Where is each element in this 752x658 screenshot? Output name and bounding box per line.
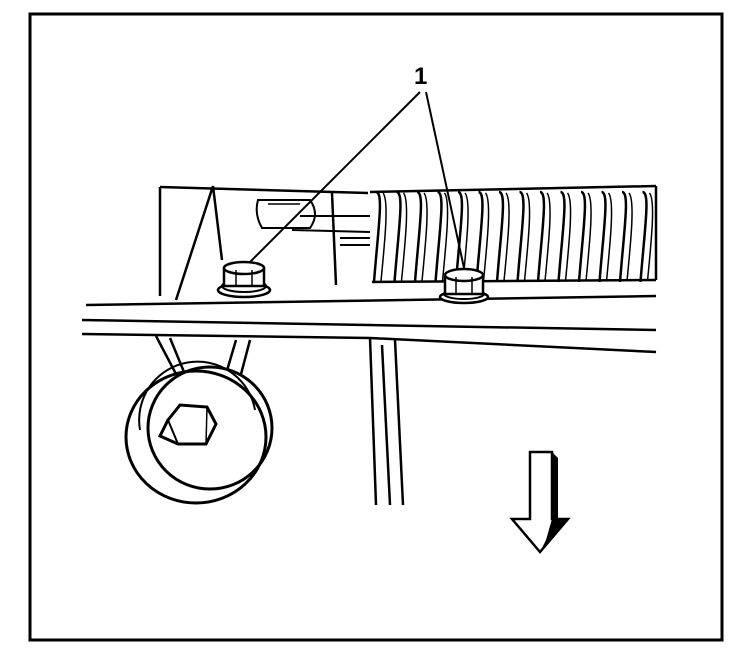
hose-coil-winding — [400, 192, 408, 282]
callout-label-bolts: 1 — [414, 63, 427, 90]
hose-coil-winding — [639, 190, 648, 283]
hose-coil-winding — [557, 190, 566, 283]
mounting-bracket — [158, 185, 371, 301]
callout-leaders — [249, 91, 465, 269]
hose-coil-winding — [626, 192, 633, 282]
hose-coil-winding — [598, 190, 607, 283]
hose-coil-winding — [618, 190, 628, 283]
hose-coil-winding — [413, 190, 423, 283]
hose-coil-winding — [523, 192, 531, 282]
hose-coil-winding — [646, 192, 654, 282]
hose-coil-winding — [380, 192, 387, 282]
hose-coil-winding — [441, 192, 449, 282]
hose-coil-winding — [605, 192, 613, 282]
hose-coil-winding — [585, 192, 592, 282]
figure-frame — [28, 12, 724, 642]
coil-hose — [369, 184, 658, 284]
pulley-wheel — [124, 360, 274, 505]
hose-coil-winding — [495, 190, 505, 283]
hose-coil-winding — [475, 190, 484, 283]
hose-coil-winding — [503, 192, 510, 282]
hose-coil-winding — [544, 192, 551, 282]
down-arrow-icon — [509, 450, 571, 554]
bolt-right — [438, 267, 490, 305]
hose-coil-winding — [577, 190, 587, 283]
bolt-left — [216, 260, 272, 299]
hose-coil-winding — [454, 190, 464, 283]
hose-coil-winding — [393, 190, 402, 283]
hose-coil-winding — [564, 192, 572, 282]
hose-coil-winding — [421, 192, 428, 282]
hose-coil-winding — [372, 190, 382, 283]
hose-coil-winding — [434, 190, 443, 283]
hose-coil-winding — [536, 190, 546, 283]
frame-rail — [81, 294, 657, 506]
hose-coil-winding — [516, 190, 525, 283]
hose-coil-winding — [482, 192, 490, 282]
